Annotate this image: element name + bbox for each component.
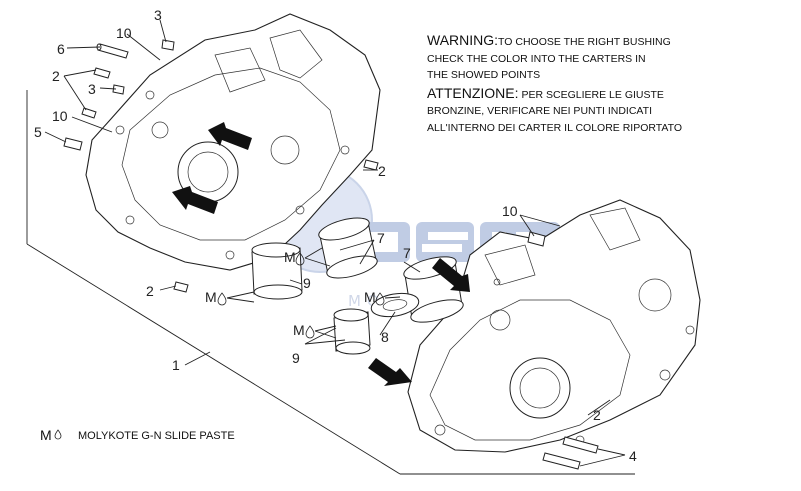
droplet-icon bbox=[54, 429, 62, 440]
callout-7-right: 7 bbox=[403, 245, 411, 261]
callout-10-upper: 10 bbox=[116, 25, 132, 41]
bushing-9-lower bbox=[333, 308, 371, 355]
callout-10-left: 10 bbox=[52, 108, 68, 124]
arrow-right-upper-icon bbox=[432, 258, 470, 292]
callout-10-right: 10 bbox=[502, 203, 518, 219]
dowel-pin-5 bbox=[63, 137, 83, 151]
assembly-frame bbox=[26, 90, 635, 475]
callout-7-left: 7 bbox=[377, 230, 385, 246]
callout-9-upper: 9 bbox=[303, 275, 311, 291]
dowel-pin-2-upper-a bbox=[93, 67, 111, 79]
bushing-9-upper bbox=[251, 242, 303, 300]
callout-2-upper: 2 bbox=[52, 68, 60, 84]
right-crankcase-half bbox=[407, 199, 701, 453]
sleeve-3-upper bbox=[161, 39, 175, 51]
droplet-icon bbox=[217, 292, 227, 306]
callout-3-upper: 3 bbox=[154, 7, 162, 23]
legend-symbol: M bbox=[40, 427, 52, 443]
callout-8: 8 bbox=[381, 329, 389, 345]
sleeve-3-lower bbox=[112, 84, 125, 95]
callout-6: 6 bbox=[57, 41, 65, 57]
dowel-pin-10-right bbox=[527, 231, 546, 247]
dowel-pin-4-b bbox=[542, 452, 581, 470]
droplet-icon bbox=[305, 325, 315, 339]
callout-5: 5 bbox=[34, 124, 42, 140]
warning-line2-it: BRONZINE, VERIFICARE NEI PUNTI INDICATI bbox=[427, 105, 652, 117]
dowel-pin-6 bbox=[96, 43, 129, 59]
molykote-marker-4: M bbox=[293, 322, 305, 338]
callout-3-lower: 3 bbox=[88, 81, 96, 97]
callout-4: 4 bbox=[629, 448, 637, 464]
dowel-pin-2-right bbox=[363, 159, 379, 171]
legend: M MOLYKOTE G-N SLIDE PASTE bbox=[40, 427, 235, 443]
warning-line3-en: THE SHOWED POINTS bbox=[427, 69, 540, 81]
warning-it: ATTENZIONE:PER SCEGLIERE LE GIUSTE bbox=[427, 85, 664, 101]
callout-2-right: 2 bbox=[378, 163, 386, 179]
warning-line1-it: PER SCEGLIERE LE GIUSTE bbox=[522, 89, 664, 101]
dowel-pin-4-a bbox=[562, 436, 599, 454]
molykote-marker-2: M bbox=[205, 289, 217, 305]
thrust-washer-8 bbox=[370, 292, 420, 318]
droplet-icon bbox=[375, 292, 385, 306]
warning-line1-en: TO CHOOSE THE RIGHT BUSHING bbox=[498, 36, 671, 48]
indicator-arrows bbox=[172, 122, 470, 386]
dowel-pin-2-lower bbox=[173, 281, 189, 293]
callout-2-lower: 2 bbox=[146, 283, 154, 299]
legend-text: MOLYKOTE G-N SLIDE PASTE bbox=[78, 430, 235, 442]
molykote-markers: M M M M bbox=[205, 247, 401, 339]
molykote-marker-1: M bbox=[284, 249, 296, 265]
dowel-pin-2-upper-b bbox=[81, 107, 97, 119]
warning-line3-it: ALL'INTERNO DEI CARTER IL COLORE RIPORTA… bbox=[427, 122, 682, 134]
callout-9-lower: 9 bbox=[292, 350, 300, 366]
callout-labels: 6 2 10 3 3 10 5 2 2 1 7 7 9 9 8 10 2 4 bbox=[34, 7, 637, 464]
arrow-right-lower-icon bbox=[368, 358, 412, 386]
dowel-pins bbox=[63, 39, 599, 470]
leader-lines bbox=[44, 19, 626, 467]
warning-en: WARNING:TO CHOOSE THE RIGHT BUSHING bbox=[427, 32, 671, 48]
warning-line2-en: CHECK THE COLOR INTO THE CARTERS IN bbox=[427, 53, 646, 65]
arrow-left-lower-icon bbox=[172, 186, 218, 214]
warning-heading-it: ATTENZIONE: bbox=[427, 85, 519, 101]
droplet-icon bbox=[295, 252, 305, 266]
warning-heading-en: WARNING: bbox=[427, 32, 498, 48]
right-crank-bearing-seat bbox=[509, 357, 571, 419]
warning-note: WARNING:TO CHOOSE THE RIGHT BUSHING CHEC… bbox=[427, 32, 682, 134]
arrow-left-upper-icon bbox=[208, 122, 252, 150]
callout-2-bottom-right: 2 bbox=[593, 407, 601, 423]
molykote-marker-3: M bbox=[364, 289, 376, 305]
callout-1: 1 bbox=[172, 357, 180, 373]
